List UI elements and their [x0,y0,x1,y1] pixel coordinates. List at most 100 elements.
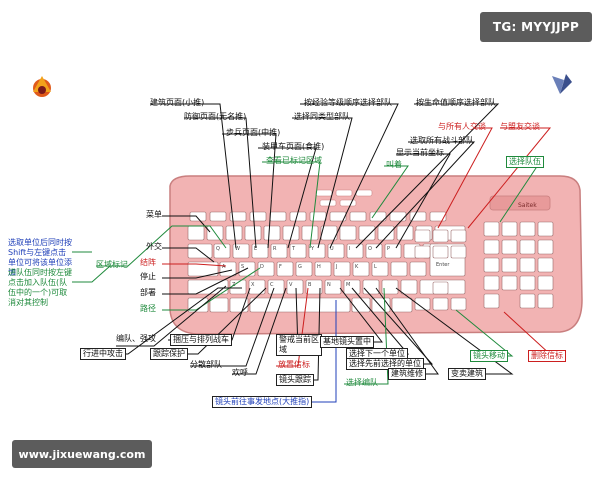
letter-key [229,279,247,295]
spacebar-key [249,297,351,313]
number-key [377,225,395,241]
label-base-center: 基地镜头置中 [320,336,374,348]
label-show-coords: 显示当前坐标 [396,148,444,157]
numpad-key [519,275,536,291]
key-label: C [270,282,274,288]
numpad-key [537,293,554,309]
number-key [187,225,205,241]
letter-key [384,243,402,259]
label-sell: 变卖建筑 [448,368,486,380]
label-team-select-help: 进队伍同时按左键点击加入队伍(队伍中的一个)可取消对其控制 [8,268,72,307]
numpad-key [537,275,554,291]
numpad-key [537,239,554,255]
function-key [229,211,247,222]
key-label: H [317,264,321,270]
label-area-marker: 区域标记 [96,260,128,269]
alt-right-key [351,297,371,313]
keyboard-brand: Saitek [518,202,537,209]
letter-key [333,261,351,277]
label-ctrl-select-help: 选取单位后同时按Shift与左键点击单位可将该单位添加 [8,238,72,277]
function-key [349,211,367,222]
label-build-page: 建筑页面(小推) [150,98,205,107]
label-guard-area: 警戒当前区域 [276,334,322,356]
key-label: A [222,264,226,270]
key-label: E [254,246,257,252]
function-key [249,211,267,222]
numpad-key [519,293,536,309]
label-stop: 停止 [140,272,156,281]
label-defend: 结阵 [140,258,156,267]
number-key [301,225,319,241]
key-label: J [335,264,337,270]
label-select-same-type: 选择同类型部队 [294,112,350,121]
label-defense-page: 防御页面(无名推) [184,112,247,121]
arrow-down-key [432,297,449,311]
numpad-key [537,221,554,237]
label-delete-beacon: 删除信标 [528,350,566,362]
label-select-by-rank: 按经验等级顺序选择部队 [304,98,392,107]
numpad-key [519,221,536,237]
letter-key [314,261,332,277]
function-key [329,211,347,222]
shift-left-key [187,279,229,295]
numpad-key [483,257,500,273]
label-infantry-page: 步兵页面(中推) [226,128,281,137]
flame-crest-icon [33,76,51,97]
letter-key [365,243,383,259]
letter-key [327,243,345,259]
key-label: W [235,246,240,252]
key-label: F [279,264,282,270]
label-camera-event: 镜头前往事发地点(大推指) [212,396,313,408]
letter-key [295,261,313,277]
numpad-key [537,257,554,273]
label-view-marked: 查看已标记区域 [266,156,322,165]
nav-key [414,245,431,259]
letter-key [248,279,266,295]
numpad-key [519,239,536,255]
number-key [244,225,262,241]
letter-key [324,279,342,295]
label-follow-protect: 跟踪保护 [150,348,188,360]
label-to-all: 与所有人交谈 [438,122,486,131]
label-attack-move: 行进中攻击 [80,348,126,360]
label-deploy: 部署 [140,288,156,297]
letter-key [286,279,304,295]
letter-key [276,261,294,277]
label-menu: 菜单 [146,210,162,219]
number-key [263,225,281,241]
watermark-top: TG: MYYJJPP [480,12,592,42]
numpad-key [483,275,500,291]
letter-key [346,243,364,259]
number-key [339,225,357,241]
letter-key [400,279,418,295]
label-select-team: 选择队伍 [506,156,544,168]
key-label: S [241,264,244,270]
label-select-all-combat: 选取所有战斗部队 [410,136,474,145]
key-label: T [291,246,296,252]
letter-key [381,279,399,295]
key-label: L [374,264,377,270]
nav-key [432,229,449,243]
numpad-key [483,221,500,237]
key-label: N [327,282,331,288]
label-cheer: 欢呼 [232,368,248,377]
letter-key [409,261,427,277]
letter-key [390,261,408,277]
letter-key [267,279,285,295]
key-label: I [349,246,350,252]
letter-key [270,243,288,259]
letter-key [362,279,380,295]
key-label: Y [310,246,315,252]
key-label: K [355,264,359,270]
letter-key [352,261,370,277]
arrow-left-key [414,297,431,311]
function-key [209,211,227,222]
function-key [269,211,287,222]
function-key [309,211,327,222]
watermark-bottom: www.jixuewang.com [12,440,152,468]
function-key [429,211,447,222]
letter-key [305,279,323,295]
key-label: D [260,264,264,270]
numpad-key [501,275,518,291]
function-key [389,211,407,222]
